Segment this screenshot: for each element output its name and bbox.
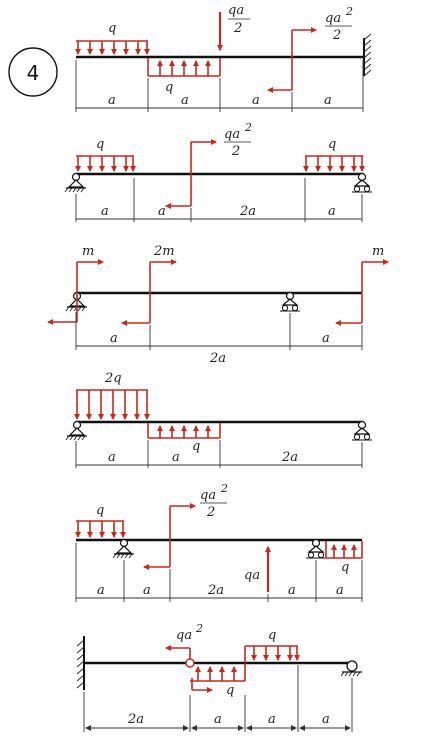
dimension-line-5: a a 2a a a [75, 543, 363, 602]
beam-diagram-6: qa 2 q q [76, 622, 362, 732]
dimension-line-6: 2a a a a [83, 665, 353, 732]
roller-support-icon [280, 291, 300, 312]
moment-exponent: 2 [345, 5, 353, 18]
moment-denominator: 2 [206, 505, 215, 520]
dimension-a: a [288, 583, 296, 598]
dimension-line-1: a a a a [75, 60, 364, 112]
moment-denominator: 2 [231, 144, 240, 159]
moment-2: qa 2 2 [165, 121, 252, 209]
force-exponent: 2 [195, 622, 203, 635]
moment-denominator: 2 [332, 28, 341, 43]
moment-label-m: m [372, 244, 384, 259]
load-label-2q: 2q [104, 371, 122, 386]
beam-diagram-4: 2q q a a 2a [65, 371, 372, 468]
dimension-a: a [214, 712, 222, 727]
moment-label-2m: 2m [153, 244, 175, 259]
moment-3c: m [335, 244, 389, 326]
dimension-a: a [322, 712, 330, 727]
problem-number: 4 [27, 61, 40, 85]
distributed-load-down-4: 2q [74, 371, 150, 420]
beam-diagram-2: q q qa 2 2 [64, 121, 372, 222]
moment-3a: m [47, 244, 104, 325]
distributed-load-down-2b: q [303, 137, 365, 172]
distributed-load-up-6: q [190, 664, 246, 698]
dimension-a: a [324, 93, 332, 108]
moment-exponent: 2 [220, 482, 228, 495]
problem-number-badge: 4 [8, 47, 58, 97]
dimension-a: a [328, 204, 336, 219]
dimension-a: a [110, 331, 118, 346]
load-label-q: q [341, 560, 349, 575]
moment-label-qa: qa [224, 127, 240, 142]
moment-1: qa 2 2 [267, 5, 353, 93]
distributed-load-up-1: q [147, 58, 221, 95]
moment-label-qa: qa [200, 488, 216, 503]
roller-support-icon [340, 660, 362, 677]
moment-3b: 2m [121, 244, 177, 326]
dimension-2a: 2a [281, 450, 298, 465]
distributed-load-up-5: q [325, 541, 363, 575]
moment-5: qa 2 2 [143, 482, 228, 570]
point-force-1: qa 2 [217, 3, 250, 51]
beam-diagram-5: q qa 2 2 qa q [75, 482, 363, 602]
roller-support-icon [306, 538, 326, 559]
load-label-q: q [192, 439, 200, 454]
roller-support-icon [352, 420, 372, 441]
dimension-a: a [172, 450, 180, 465]
force-label-qa: qa [244, 568, 260, 583]
force-label-qa: qa [176, 628, 192, 643]
beam-diagram-1: q q qa 2 qa 2 2 [75, 3, 372, 112]
dimension-2a: 2a [127, 712, 144, 727]
distributed-load-down-2a: q [75, 137, 136, 172]
roller-support-icon [352, 172, 372, 193]
load-label-q: q [268, 628, 276, 643]
dimension-line-4: a a 2a [75, 440, 363, 468]
point-force-5: qa [244, 546, 271, 592]
distributed-load-down-5: q [75, 503, 126, 538]
load-label-q: q [165, 80, 173, 95]
force-label-qa: qa [228, 3, 244, 18]
distributed-load-down-1: q [75, 21, 150, 55]
beam-diagram-3: m 2m m a 2a a [47, 244, 389, 366]
dimension-2a: 2a [239, 204, 256, 219]
dimension-2a: 2a [207, 583, 224, 598]
distributed-load-up-4: q [147, 423, 221, 454]
pin-support-icon [64, 172, 86, 193]
dimension-a: a [108, 450, 116, 465]
moment-exponent: 2 [244, 121, 252, 134]
dimension-a: a [336, 583, 344, 598]
dimension-a: a [143, 583, 151, 598]
load-label-q: q [96, 137, 104, 152]
dimension-a: a [101, 204, 109, 219]
hinge-icon [185, 658, 195, 668]
load-label-q: q [328, 137, 336, 152]
hinge-force-6: qa 2 [165, 622, 213, 693]
pin-support-icon [112, 538, 134, 559]
dimension-a: a [97, 583, 105, 598]
dimension-a: a [268, 712, 276, 727]
moment-label-qa: qa [325, 11, 341, 26]
dimension-line-2: a a 2a a [75, 178, 363, 222]
moment-label-m: m [82, 244, 94, 259]
dimension-line-3: a 2a a [75, 312, 363, 366]
fixed-support-right-icon [363, 33, 372, 77]
dimension-a: a [181, 93, 189, 108]
load-label-q: q [226, 683, 234, 698]
dimension-2a: 2a [209, 351, 226, 366]
pin-support-icon [65, 420, 87, 441]
distributed-load-down-6: q [244, 628, 300, 663]
force-denominator: 2 [233, 21, 242, 36]
dimension-a: a [252, 93, 260, 108]
dimension-a: a [108, 93, 116, 108]
fixed-support-left-icon [76, 636, 85, 690]
load-label-q: q [108, 21, 116, 36]
dimension-a: a [158, 204, 166, 219]
dimension-a: a [322, 331, 330, 346]
load-label-q: q [96, 503, 104, 518]
